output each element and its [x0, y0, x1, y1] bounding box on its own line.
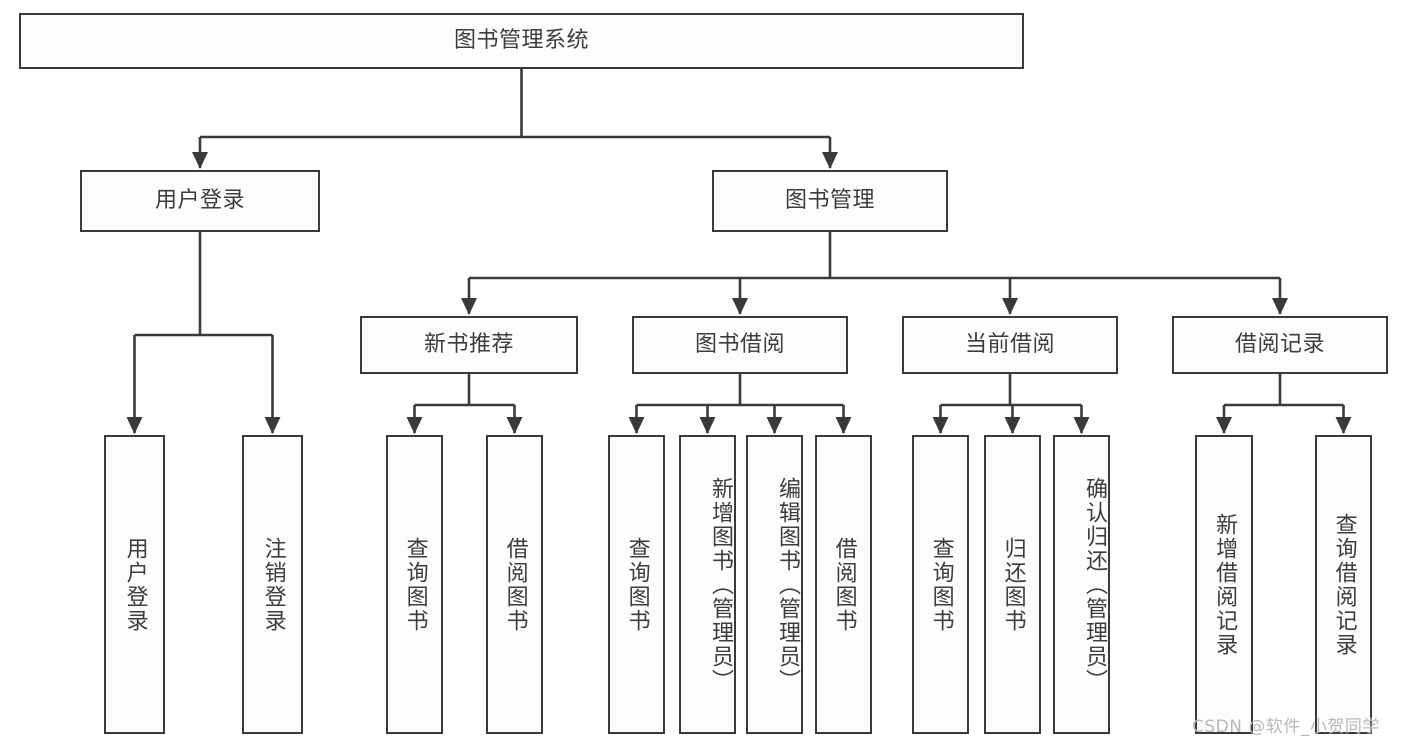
csdn-watermark: CSDN @软件_小贺同学: [1192, 717, 1380, 737]
node-l2_a[interactable]: 新书推荐: [360, 316, 578, 374]
node-label: 图书借阅: [694, 331, 785, 357]
node-leaf_06[interactable]: 新增图书（管理员）: [679, 435, 736, 734]
node-leaf_04[interactable]: 借阅图书: [486, 435, 543, 734]
node-leaf_12[interactable]: 新增借阅记录: [1195, 435, 1253, 734]
node-label: 用户登录: [154, 187, 245, 213]
node-leaf_07[interactable]: 编辑图书（管理员）: [746, 435, 803, 734]
node-label: 新增借阅记录: [1212, 512, 1238, 657]
node-l2_d[interactable]: 借阅记录: [1172, 316, 1388, 374]
node-leaf_05[interactable]: 查询图书: [608, 435, 665, 734]
node-leaf_10[interactable]: 归还图书: [984, 435, 1041, 734]
node-leaf_11[interactable]: 确认归还（管理员）: [1053, 435, 1110, 734]
node-label: 图书管理系统: [453, 27, 589, 53]
node-label: 编辑图书（管理员）: [775, 476, 800, 693]
node-root[interactable]: 图书管理系统: [19, 13, 1024, 69]
node-label: 图书管理: [784, 187, 875, 213]
node-leaf_08[interactable]: 借阅图书: [815, 435, 872, 734]
node-label: 归还图书: [1000, 536, 1026, 633]
node-leaf_09[interactable]: 查询图书: [912, 435, 969, 734]
node-label: 新增图书（管理员）: [708, 476, 733, 693]
node-label: 查询图书: [928, 536, 954, 633]
node-label: 借阅记录: [1234, 331, 1325, 357]
node-label: 新书推荐: [423, 331, 514, 357]
node-l2_b[interactable]: 图书借阅: [632, 316, 848, 374]
node-label: 查询借阅记录: [1331, 512, 1357, 657]
node-leaf_01[interactable]: 用户登录: [104, 435, 165, 734]
node-label: 借阅图书: [502, 536, 528, 633]
node-l1_b[interactable]: 图书管理: [712, 170, 948, 232]
node-label: 查询图书: [402, 536, 428, 633]
node-label: 确认归还（管理员）: [1082, 476, 1107, 693]
node-leaf_03[interactable]: 查询图书: [386, 435, 443, 734]
node-label: 用户登录: [122, 536, 148, 633]
node-label: 当前借阅: [964, 331, 1055, 357]
node-leaf_13[interactable]: 查询借阅记录: [1315, 435, 1372, 734]
node-label: 借阅图书: [831, 536, 857, 633]
node-l1_a[interactable]: 用户登录: [80, 170, 320, 232]
node-label: 查询图书: [624, 536, 650, 633]
node-leaf_02[interactable]: 注销登录: [242, 435, 303, 734]
node-l2_c[interactable]: 当前借阅: [902, 316, 1118, 374]
node-label: 注销登录: [260, 536, 286, 633]
